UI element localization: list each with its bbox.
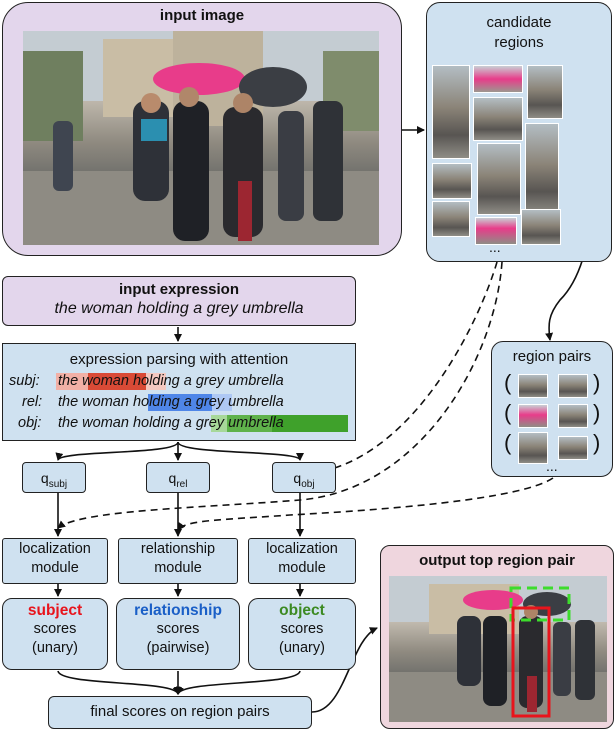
subject-localization-module: localization module — [2, 538, 108, 584]
pair-close-paren: ) — [593, 370, 601, 395]
candidate-regions-title-line1: candidate — [486, 14, 552, 31]
attn-obj-a — [211, 415, 227, 432]
pair-open-paren: ( — [504, 370, 512, 395]
module-obj-line2: module — [278, 560, 326, 576]
attn-obj-grey — [227, 415, 272, 432]
subject-scores-line2: scores — [33, 621, 77, 637]
pair-close-paren: ) — [593, 400, 601, 425]
q-subj-subscript: subj — [48, 478, 68, 490]
candidate-thumb — [475, 217, 517, 245]
attn-subj-the — [56, 373, 88, 390]
street-photo-drawing — [23, 31, 379, 245]
region-pairs-title: region pairs — [512, 348, 592, 365]
input-expression-panel: input expression the woman holding a gre… — [2, 276, 356, 326]
pair-thumb — [558, 436, 588, 460]
region-pairs-ellipsis: ... — [546, 458, 558, 474]
region-pairs-panel: region pairs ( ) ( ) ( ) ... — [491, 341, 613, 477]
attn-subj-holding — [146, 373, 166, 390]
module-subj-line1: localization — [19, 541, 91, 557]
object-scores-box: object scores (unary) — [248, 598, 356, 670]
parsing-label-rel: rel: — [22, 394, 43, 410]
q-obj-symbol: q — [293, 470, 302, 486]
subject-scores-name: subject — [27, 602, 83, 619]
candidate-thumb — [527, 65, 563, 119]
input-image-panel: input image — [2, 2, 402, 256]
arrow-obj-to-final — [176, 670, 301, 695]
dashed-pairs-to-relmodule — [177, 477, 554, 531]
candidate-regions-title: candidate regions — [427, 13, 611, 53]
relationship-module: relationship module — [118, 538, 238, 584]
module-rel-line1: relationship — [140, 541, 216, 557]
expression-parsing-panel: expression parsing with attention subj: … — [2, 343, 356, 441]
candidate-regions-panel: candidate regions ... — [426, 2, 612, 262]
candidate-thumb — [473, 65, 523, 93]
input-expression-title: input expression — [118, 281, 240, 298]
attn-obj-umbrella — [272, 415, 348, 432]
module-rel-line2: module — [154, 560, 202, 576]
pair-thumb — [558, 374, 588, 398]
relationship-scores-name: relationship — [134, 602, 222, 619]
parsing-text-subj: the woman holding a grey umbrella — [58, 373, 284, 389]
object-scores-line3: (unary) — [279, 640, 325, 656]
parsing-text-obj: the woman holding a grey umbrella — [58, 415, 284, 431]
q-rel-subscript: rel — [176, 478, 188, 490]
pair-close-paren: ) — [593, 430, 601, 455]
street-photo — [23, 31, 379, 245]
object-scores-line2: scores — [280, 621, 324, 637]
q-rel-symbol: q — [168, 470, 177, 486]
candidate-thumb — [432, 163, 472, 199]
attn-rel-a — [212, 394, 232, 411]
candidate-thumb — [432, 201, 470, 237]
output-photo — [389, 576, 607, 722]
output-photo-drawing — [389, 576, 607, 722]
candidate-thumb — [477, 143, 521, 215]
q-rel-box: qrel — [146, 462, 210, 493]
object-localization-module: localization module — [248, 538, 356, 584]
parsing-text-rel: the woman holding a grey umbrella — [58, 394, 284, 410]
q-obj-subscript: obj — [301, 478, 315, 490]
pair-thumb — [518, 404, 548, 428]
candidate-thumb — [432, 65, 470, 159]
parsing-title: expression parsing with attention — [69, 351, 289, 368]
module-subj-line2: module — [31, 560, 79, 576]
attn-rel-holding — [148, 394, 212, 411]
pair-thumb — [518, 374, 548, 398]
relationship-scores-line3: (pairwise) — [146, 640, 210, 656]
pair-open-paren: ( — [504, 400, 512, 425]
output-panel: output top region pair — [380, 545, 614, 729]
relationship-scores-line2: scores — [156, 621, 200, 637]
input-image-title: input image — [159, 7, 245, 24]
input-expression-text: the woman holding a grey umbrella — [54, 300, 304, 317]
candidate-thumb — [525, 123, 559, 215]
arrow-parsing-to-qsubj — [55, 441, 179, 461]
q-obj-box: qobj — [272, 462, 336, 493]
arrow-parsing-to-qobj — [177, 441, 304, 461]
final-scores-box: final scores on region pairs — [48, 696, 312, 729]
relationship-scores-box: relationship scores (pairwise) — [116, 598, 240, 670]
q-subj-symbol: q — [40, 470, 49, 486]
q-subj-box: qsubj — [22, 462, 86, 493]
candidate-thumb — [521, 209, 561, 245]
subject-scores-line3: (unary) — [32, 640, 78, 656]
dashed-candidates-to-qobj — [327, 261, 498, 471]
pair-thumb — [518, 432, 548, 464]
pair-thumb — [558, 404, 588, 428]
arrow-subj-to-final — [57, 670, 181, 695]
candidate-thumb — [473, 97, 523, 141]
pair-open-paren: ( — [504, 430, 512, 455]
attn-subj-woman — [88, 373, 146, 390]
arrow-final-to-output — [311, 627, 378, 713]
final-scores-label: final scores on region pairs — [90, 703, 270, 720]
parsing-label-obj: obj: — [18, 415, 42, 431]
module-obj-line1: localization — [266, 541, 338, 557]
object-scores-name: object — [279, 602, 325, 619]
candidate-regions-title-line2: regions — [494, 34, 544, 51]
dashed-candidates-to-modules — [57, 261, 503, 529]
parsing-label-subj: subj: — [9, 373, 40, 389]
output-title: output top region pair — [419, 552, 575, 569]
subject-scores-box: subject scores (unary) — [2, 598, 108, 670]
candidate-ellipsis: ... — [489, 239, 501, 255]
